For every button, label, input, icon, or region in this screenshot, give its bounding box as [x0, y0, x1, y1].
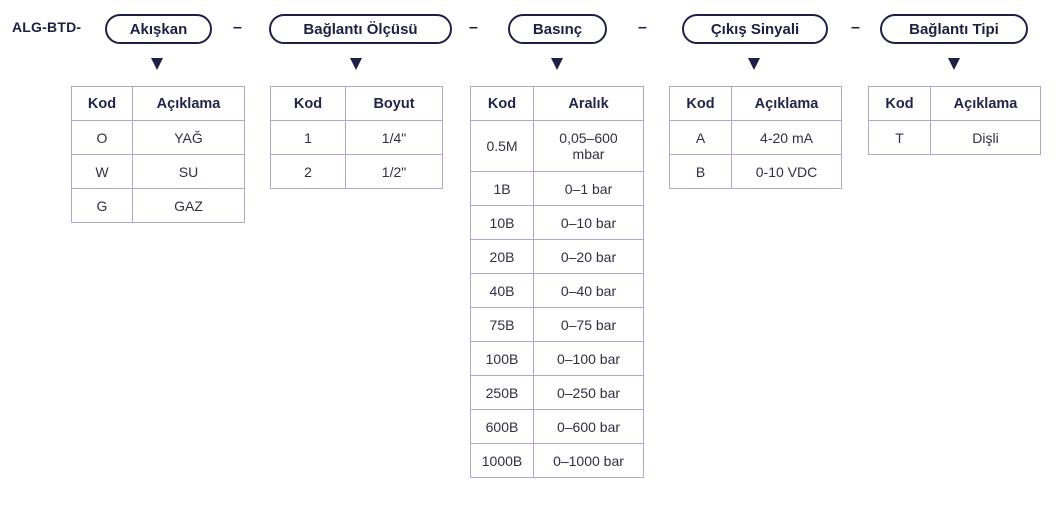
code-cell: G — [71, 188, 133, 223]
down-arrow-icon — [350, 58, 362, 70]
code-cell: W — [71, 154, 133, 189]
value-cell: 4-20 mA — [731, 120, 842, 155]
column-header-description: Açıklama — [930, 86, 1041, 121]
code-cell: 10B — [470, 205, 534, 240]
value-cell: 0–1000 bar — [533, 443, 644, 478]
separator-dash: – — [638, 19, 647, 36]
value-cell: 0-10 VDC — [731, 154, 842, 189]
column-header-description: Aralık — [533, 86, 644, 121]
value-cell: SU — [132, 154, 245, 189]
column-header-kod: Kod — [470, 86, 534, 121]
down-arrow-icon — [748, 58, 760, 70]
down-arrow-icon — [551, 58, 563, 70]
down-arrow-icon — [948, 58, 960, 70]
value-cell: 0–250 bar — [533, 375, 644, 410]
value-cell: 0–1 bar — [533, 171, 644, 206]
separator-dash: – — [233, 19, 242, 36]
column-header-description: Boyut — [345, 86, 443, 121]
model-prefix: ALG-BTD- — [12, 19, 82, 35]
value-cell: Dişli — [930, 120, 1041, 155]
code-cell: 0.5M — [470, 120, 534, 172]
segment-pill-baglanti-olcusu: Bağlantı Ölçüsü — [269, 14, 452, 44]
code-cell: 250B — [470, 375, 534, 410]
code-cell: 1 — [270, 120, 346, 155]
value-cell: 1/4" — [345, 120, 443, 155]
down-arrow-icon — [151, 58, 163, 70]
code-cell: A — [669, 120, 732, 155]
column-header-kod: Kod — [868, 86, 931, 121]
value-cell: YAĞ — [132, 120, 245, 155]
value-cell: 0–600 bar — [533, 409, 644, 444]
value-cell: 1/2" — [345, 154, 443, 189]
value-cell: 0–40 bar — [533, 273, 644, 308]
segment-pill-cikis-sinyali: Çıkış Sinyali — [682, 14, 828, 44]
column-header-kod: Kod — [71, 86, 133, 121]
code-cell: 1000B — [470, 443, 534, 478]
value-cell: 0–10 bar — [533, 205, 644, 240]
code-cell: 100B — [470, 341, 534, 376]
segment-pill-akiskan: Akışkan — [105, 14, 212, 44]
segment-pill-baglanti-tipi: Bağlantı Tipi — [880, 14, 1028, 44]
code-cell: 2 — [270, 154, 346, 189]
code-cell: T — [868, 120, 931, 155]
separator-dash: – — [469, 19, 478, 36]
code-cell: 1B — [470, 171, 534, 206]
segment-pill-basinc: Basınç — [508, 14, 607, 44]
value-cell: 0–100 bar — [533, 341, 644, 376]
separator-dash: – — [851, 19, 860, 36]
value-cell: 0–75 bar — [533, 307, 644, 342]
value-cell: GAZ — [132, 188, 245, 223]
value-cell: 0,05–600 mbar — [533, 120, 644, 172]
code-cell: O — [71, 120, 133, 155]
value-cell: 0–20 bar — [533, 239, 644, 274]
code-cell: 600B — [470, 409, 534, 444]
column-header-kod: Kod — [669, 86, 732, 121]
code-cell: 40B — [470, 273, 534, 308]
code-cell: 75B — [470, 307, 534, 342]
column-header-description: Açıklama — [731, 86, 842, 121]
code-cell: 20B — [470, 239, 534, 274]
column-header-kod: Kod — [270, 86, 346, 121]
column-header-description: Açıklama — [132, 86, 245, 121]
code-cell: B — [669, 154, 732, 189]
